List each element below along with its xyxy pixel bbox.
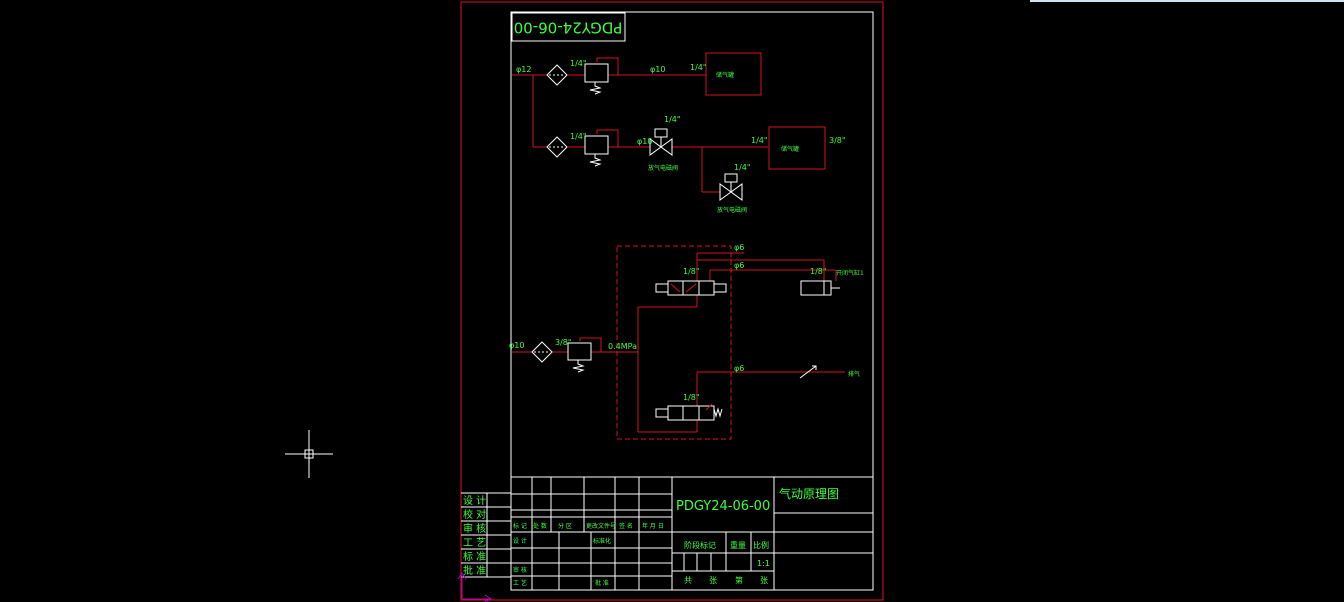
label-valve2-size: 1/4"	[734, 163, 751, 172]
label-lower-valve-size: 1/8"	[683, 393, 700, 402]
row4-label-1: 工 艺	[513, 579, 527, 587]
role-2: 校 对	[463, 508, 486, 521]
bottom-circuit	[512, 252, 845, 433]
label-pipe-after-reg2: φ10	[637, 137, 652, 146]
row2-label-1: 设 计	[513, 537, 527, 545]
rev-header-3: 分 区	[558, 522, 572, 530]
sheet-border	[460, 1, 884, 601]
label-pipe-lower: φ6	[734, 364, 744, 373]
drawing-name: 气动原理图	[779, 486, 839, 501]
stage-label: 阶段标记	[684, 540, 716, 550]
label-reg-size: 3/8"	[555, 338, 572, 347]
label-upper-valve-size: 1/8"	[683, 267, 700, 276]
sheet-total-label: 共	[684, 576, 692, 585]
scale-value: 1:1	[757, 559, 770, 568]
title-block-left-strip	[461, 492, 511, 578]
top-symbols	[546, 63, 743, 201]
top-circuit	[512, 52, 826, 193]
rev-header-6: 年 月 日	[642, 522, 664, 530]
sheet-unit-2: 张	[760, 576, 768, 585]
label-box1: 储气罐	[716, 71, 734, 79]
label-cylinder: 开闭气缸1	[836, 269, 864, 277]
row3-label-1: 审 核	[513, 566, 527, 574]
label-pipe-upper: φ6	[734, 261, 744, 270]
label-valve1: 放气电磁阀	[648, 164, 678, 172]
drawing-number: PDGY24-06-00	[676, 499, 770, 514]
label-box1-in: 1/4"	[690, 63, 707, 72]
code-stamp: PDGY24-06-00	[514, 19, 623, 37]
label-box2: 储气罐	[781, 145, 799, 153]
scale-label: 比例	[753, 540, 769, 550]
label-box2-out: 3/8"	[829, 136, 846, 145]
sheet-unit-1: 张	[709, 576, 717, 585]
inner-frame	[510, 11, 874, 591]
ucs-axis-icon	[457, 572, 492, 602]
label-outlet: 排气	[848, 370, 860, 378]
code-stamp-box	[511, 12, 626, 42]
sheet-no-label: 第	[735, 575, 743, 585]
bottom-symbols	[531, 280, 840, 421]
rev-header-1: 标 记	[513, 522, 527, 530]
role-4: 工 艺	[463, 537, 486, 549]
rev-header-4: 更改文件号	[586, 522, 616, 530]
label-pipe-top: φ6	[734, 243, 744, 252]
toolbar-edge	[1030, 0, 1344, 2]
rev-header-2: 处 数	[533, 522, 547, 530]
valve-manifold-dashed	[616, 245, 732, 440]
role-5: 标 准	[463, 551, 486, 563]
label-pipe-in-top: φ12	[516, 65, 531, 74]
cursor-crosshair-icon	[285, 430, 333, 478]
role-6: 批 准	[463, 564, 486, 577]
role-3: 审 核	[463, 522, 486, 535]
label-valve2: 放气电磁阀	[717, 206, 747, 214]
label-pipe-after-reg1: φ10	[650, 65, 665, 74]
label-valve1-size: 1/4"	[664, 115, 681, 124]
weight-label: 重量	[730, 540, 746, 550]
label-cyl-size: 1/8"	[810, 267, 827, 276]
row4-label-2: 批 准	[595, 579, 609, 587]
label-box2-in: 1/4"	[751, 136, 768, 145]
label-reg1-size: 1/4"	[570, 59, 587, 68]
role-1: 设 计	[463, 494, 486, 507]
row2-label-2: 标准化	[593, 537, 611, 545]
title-block-lines	[511, 476, 873, 590]
label-reg2-size: 1/4"	[570, 132, 587, 141]
rev-header-5: 签 名	[619, 522, 633, 530]
label-pressure: 0.4MPa	[608, 342, 637, 351]
label-pipe-in-bottom: φ10	[509, 341, 524, 350]
